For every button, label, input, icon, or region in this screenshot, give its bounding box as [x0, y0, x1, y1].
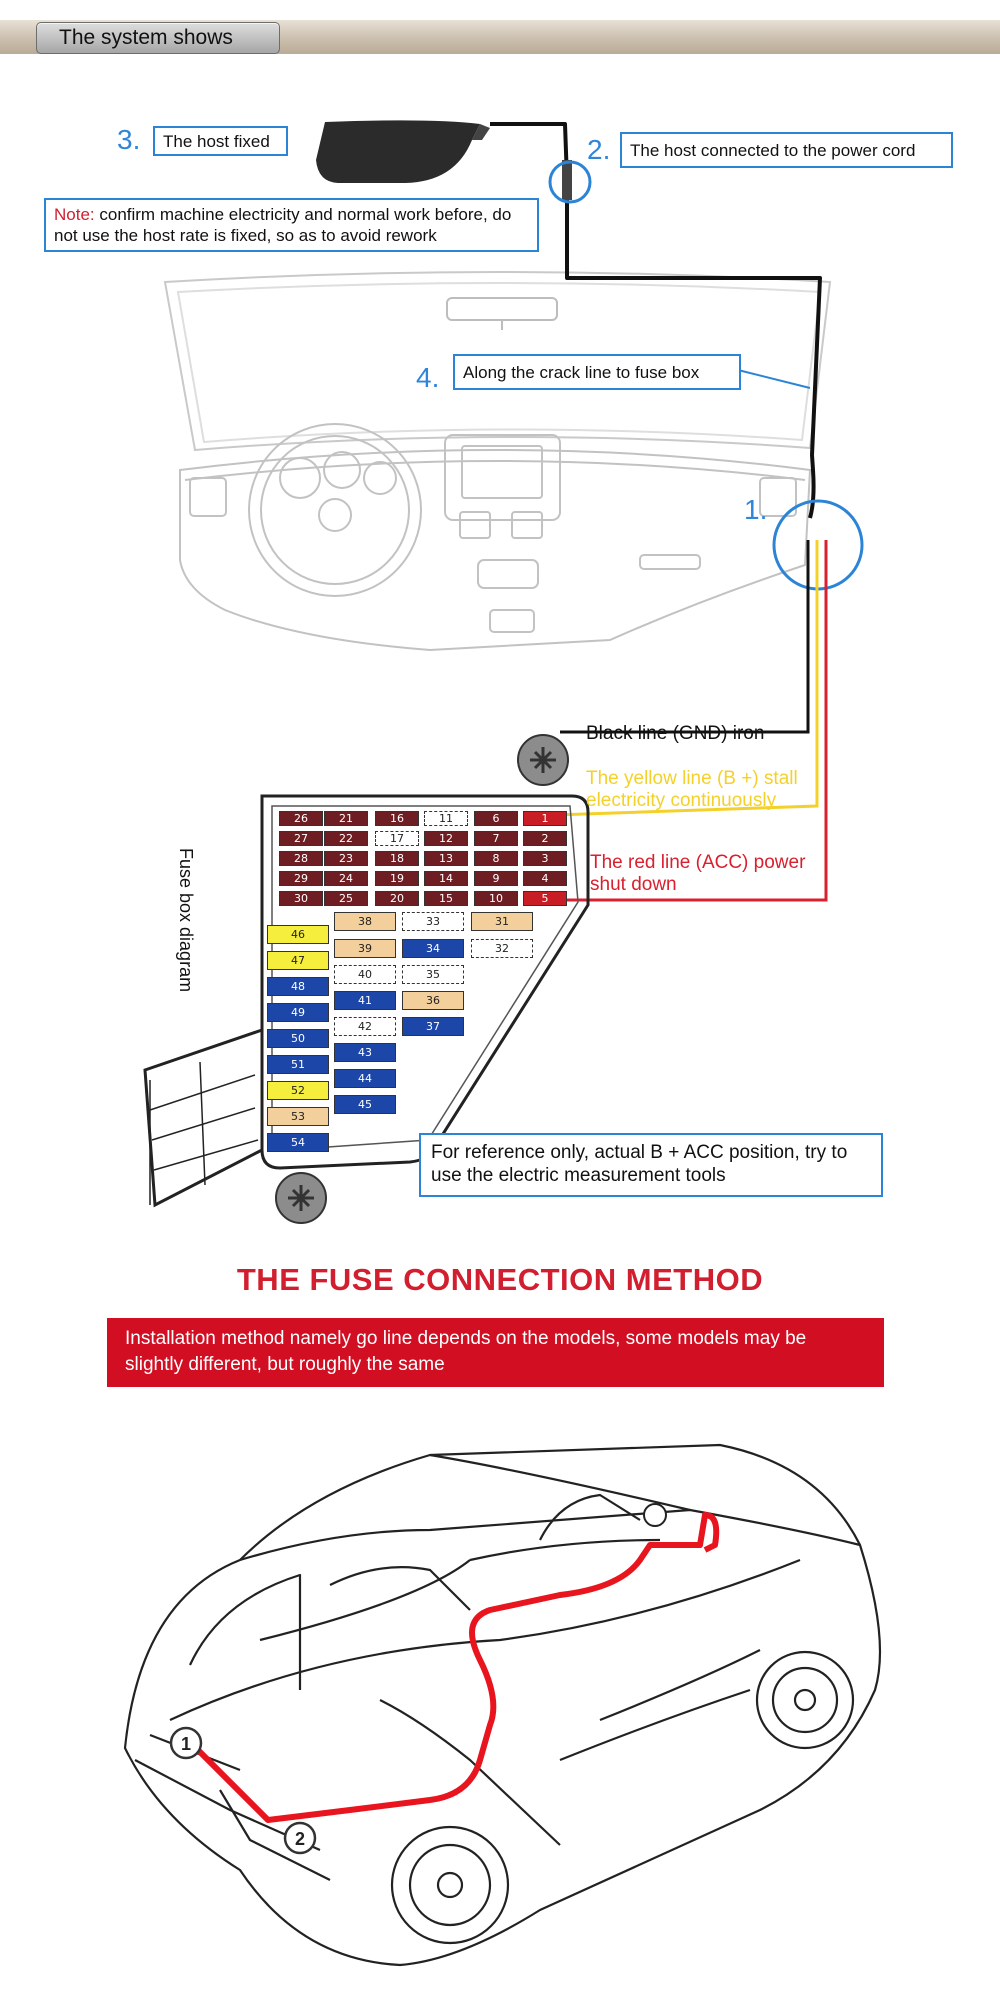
fuse-9: 9 — [474, 871, 518, 886]
step-4-number: 4. — [416, 362, 440, 393]
yellow-line-label: The yellow line (B +) stall electricity … — [586, 768, 798, 811]
fuse-10: 10 — [474, 891, 518, 906]
car-marker-2: 2 — [283, 1821, 317, 1855]
fuse-52: 52 — [267, 1081, 329, 1100]
fuse-28: 28 — [279, 851, 323, 866]
red-lead — [548, 540, 828, 902]
car-marker-1: 1 — [169, 1726, 203, 1760]
fuse-22: 22 — [324, 831, 368, 846]
svg-text:2: 2 — [295, 1829, 305, 1849]
fuse-16: 16 — [375, 811, 419, 826]
svg-text:1: 1 — [181, 1734, 191, 1754]
black-lead — [560, 540, 810, 734]
fuse-17: 17 — [375, 831, 419, 846]
fuse-20: 20 — [375, 891, 419, 906]
power-connector — [562, 160, 572, 200]
fuse-6: 6 — [474, 811, 518, 826]
section-title: THE FUSE CONNECTION METHOD — [236, 1262, 764, 1297]
step-1-number: 1. — [744, 494, 768, 525]
fuse-36: 36 — [402, 991, 464, 1010]
mounting-screw-bottom — [275, 1172, 327, 1224]
fuse-30: 30 — [279, 891, 323, 906]
fuse-37: 37 — [402, 1017, 464, 1036]
step-3-callout: The host fixed — [153, 126, 288, 156]
fuse-47: 47 — [267, 951, 329, 970]
fuse-25: 25 — [324, 891, 368, 906]
fuse-44: 44 — [334, 1069, 396, 1088]
install-note-banner: Installation method namely go line depen… — [107, 1318, 884, 1387]
callout-4-leader — [737, 369, 811, 389]
fuse-19: 19 — [375, 871, 419, 886]
step-3-number: 3. — [117, 124, 141, 155]
fuse-14: 14 — [424, 871, 468, 886]
fuse-21: 21 — [324, 811, 368, 826]
fuse-2: 2 — [523, 831, 567, 846]
fuse-38: 38 — [334, 912, 396, 931]
step-2-callout: The host connected to the power cord — [620, 132, 953, 168]
fuse-4: 4 — [523, 871, 567, 886]
mounting-screw-top — [517, 734, 569, 786]
fuse-41: 41 — [334, 991, 396, 1010]
fuse-15: 15 — [424, 891, 468, 906]
step-4-callout: Along the crack line to fuse box — [453, 354, 741, 390]
fuse-48: 48 — [267, 977, 329, 996]
fuse-31: 31 — [471, 912, 533, 931]
fuse-43: 43 — [334, 1043, 396, 1062]
fuse-45: 45 — [334, 1095, 396, 1114]
note-prefix: Note: — [54, 205, 95, 224]
fuse-13: 13 — [424, 851, 468, 866]
note-text: confirm machine electricity and normal w… — [54, 205, 512, 246]
fuse-11: 11 — [424, 811, 468, 826]
fuse-33: 33 — [402, 912, 464, 931]
rearview-mirror — [446, 297, 558, 321]
car-wire-route — [187, 1512, 720, 1823]
fuse-39: 39 — [334, 939, 396, 958]
reference-note: For reference only, actual B + ACC posit… — [419, 1133, 883, 1197]
dash-camera-host — [316, 120, 490, 183]
fuse-1: 1 — [523, 811, 567, 826]
fuse-23: 23 — [324, 851, 368, 866]
dashboard — [179, 423, 812, 652]
fuse-35: 35 — [402, 965, 464, 984]
fuse-51: 51 — [267, 1055, 329, 1074]
fuse-18: 18 — [375, 851, 419, 866]
fuse-27: 27 — [279, 831, 323, 846]
fuse-8: 8 — [474, 851, 518, 866]
page-title: The system shows — [36, 22, 280, 54]
fuse-7: 7 — [474, 831, 518, 846]
fuse-53: 53 — [267, 1107, 329, 1126]
fuse-box-label: Fuse box diagram — [176, 848, 196, 993]
black-line-label: Black line (GND) iron — [586, 723, 765, 744]
fuse-40: 40 — [334, 965, 396, 984]
fuse-29: 29 — [279, 871, 323, 886]
car-illustration — [123, 1443, 882, 1967]
fuse-54: 54 — [267, 1133, 329, 1152]
connection-highlight-circle — [548, 160, 592, 204]
fuse-32: 32 — [471, 939, 533, 958]
fuse-49: 49 — [267, 1003, 329, 1022]
black-wire-route — [490, 122, 822, 519]
step-2-number: 2. — [587, 134, 611, 165]
fuse-26: 26 — [279, 811, 323, 826]
fuse-34: 34 — [402, 939, 464, 958]
fuse-46: 46 — [267, 925, 329, 944]
windshield — [163, 271, 832, 452]
car-mount-point — [643, 1503, 667, 1527]
fuse-5: 5 — [523, 891, 567, 906]
fuse-50: 50 — [267, 1029, 329, 1048]
fuse-3: 3 — [523, 851, 567, 866]
fuse-12: 12 — [424, 831, 468, 846]
note-callout: Note: confirm machine electricity and no… — [44, 198, 539, 252]
red-line-label: The red line (ACC) power shut down — [590, 852, 806, 895]
fuse-24: 24 — [324, 871, 368, 886]
fuse-42: 42 — [334, 1017, 396, 1036]
yellow-lead — [554, 540, 819, 817]
